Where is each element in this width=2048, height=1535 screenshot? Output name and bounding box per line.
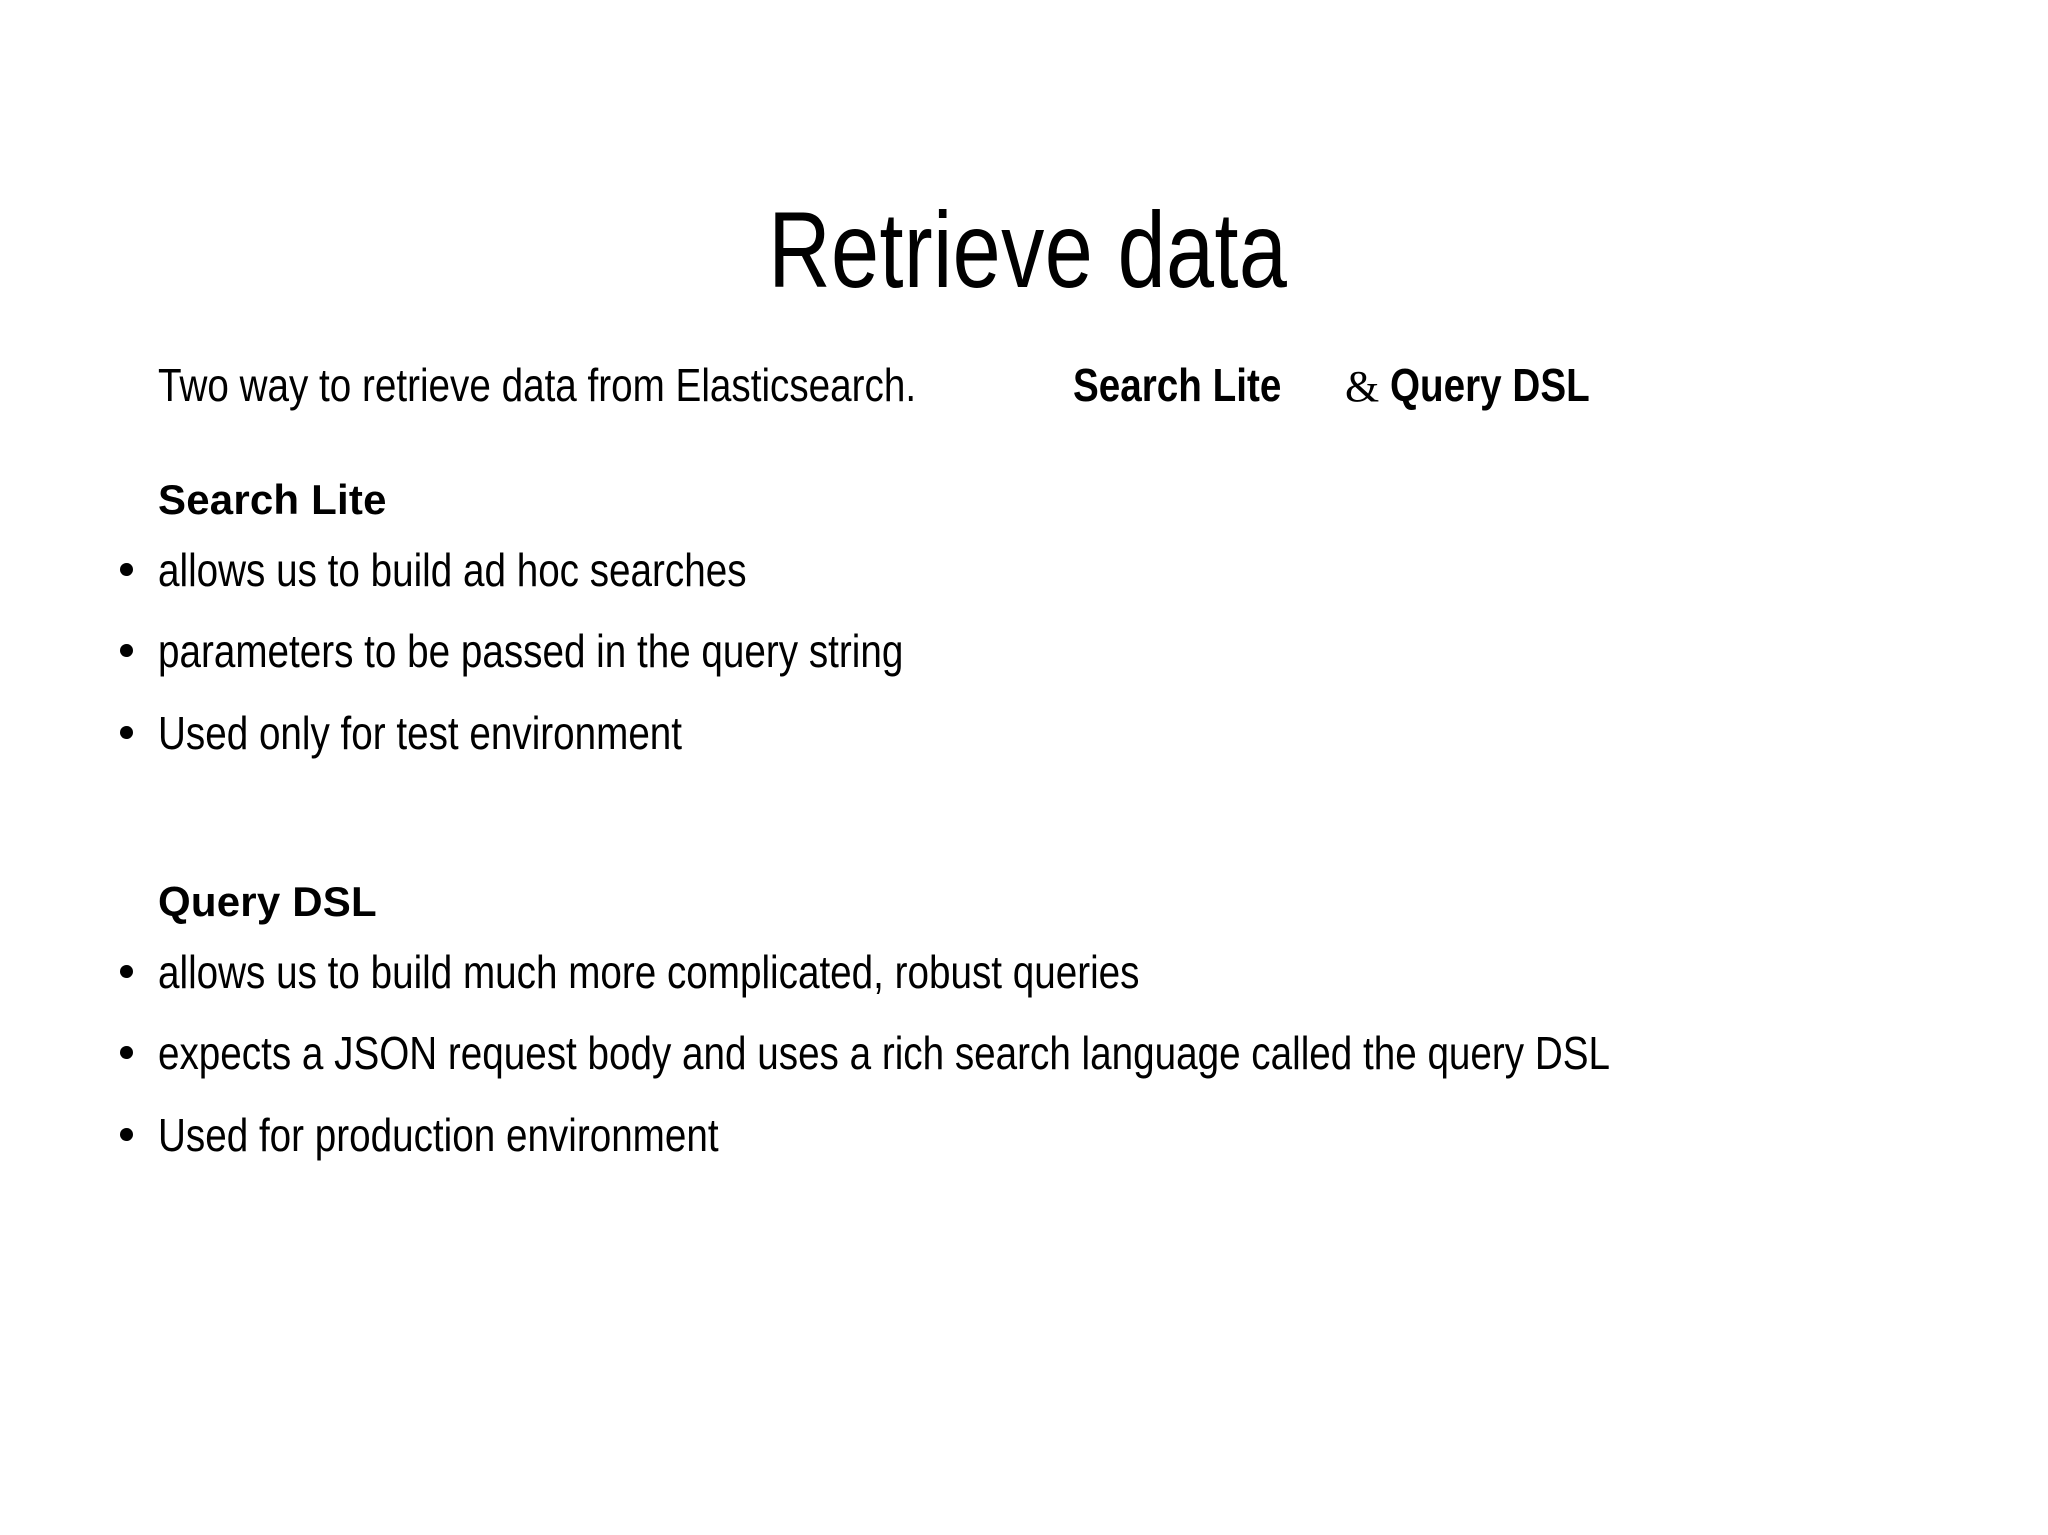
list-item-text: Used for production environment — [158, 1108, 719, 1161]
intro-ampersand: & — [1334, 362, 1391, 411]
section-heading-query-dsl: Query DSL — [158, 877, 377, 925]
list-item-text: expects a JSON request body and uses a r… — [158, 1027, 1611, 1080]
section-query-dsl: Query DSL allows us to build much more c… — [118, 877, 1918, 1163]
list-item: parameters to be passed in the query str… — [118, 624, 1918, 679]
bullet-list-search-lite: allows us to build ad hoc searches param… — [118, 543, 1918, 761]
bullet-list-query-dsl: allows us to build much more complicated… — [118, 945, 1918, 1163]
intro-paragraph: Two way to retrieve data from Elasticsea… — [158, 358, 1918, 413]
bullet-dot-icon — [120, 725, 133, 739]
list-item-text: parameters to be passed in the query str… — [158, 625, 904, 678]
bullet-dot-icon — [120, 644, 133, 658]
list-item-text: Used only for test environment — [158, 706, 683, 759]
bullet-dot-icon — [120, 563, 133, 577]
bullet-dot-icon — [120, 965, 133, 979]
bullet-dot-icon — [120, 1127, 133, 1141]
list-item: Used for production environment — [118, 1108, 1918, 1163]
list-item: allows us to build ad hoc searches — [118, 543, 1918, 598]
intro-term-search-lite: Search Lite — [1073, 359, 1293, 411]
list-item: Used only for test environment — [118, 706, 1918, 761]
list-item-text: allows us to build much more complicated… — [158, 946, 1140, 999]
section-heading-search-lite: Search Lite — [158, 475, 387, 523]
list-item: allows us to build much more complicated… — [118, 945, 1918, 1000]
section-spacer — [118, 761, 1918, 815]
bullet-dot-icon — [120, 1046, 133, 1060]
section-search-lite: Search Lite allows us to build ad hoc se… — [118, 475, 1918, 761]
intro-term-query-dsl: Query DSL — [1390, 359, 1590, 411]
slide-body: Two way to retrieve data from Elasticsea… — [118, 358, 1918, 1163]
page-title: Retrieve data — [768, 189, 1288, 311]
list-item-text: allows us to build ad hoc searches — [158, 544, 747, 597]
intro-lead-text: Two way to retrieve data from Elasticsea… — [158, 359, 927, 411]
list-item: expects a JSON request body and uses a r… — [118, 1026, 1918, 1081]
